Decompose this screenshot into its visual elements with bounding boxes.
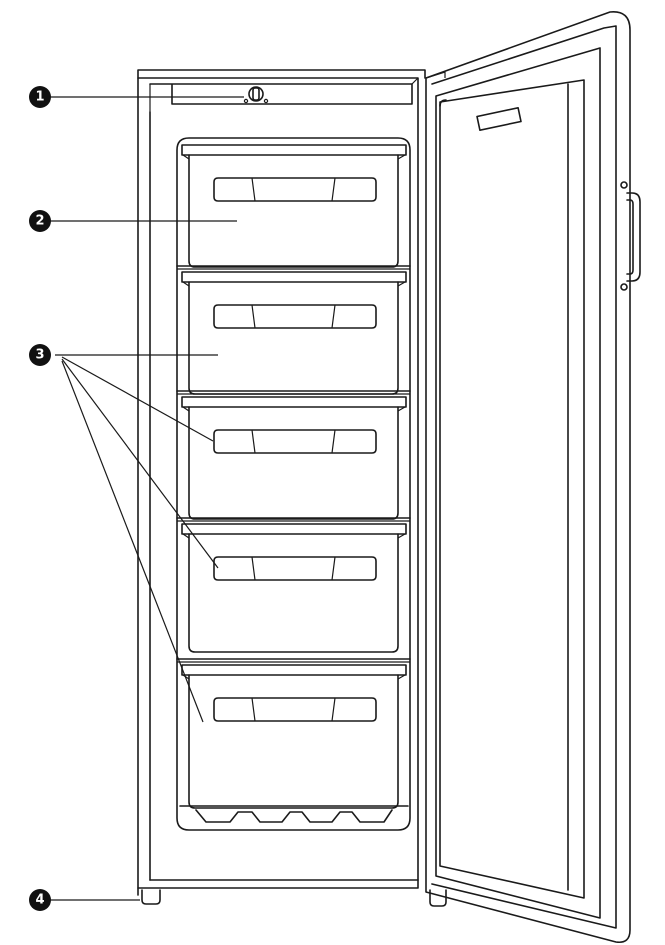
callout-3: 3 bbox=[29, 344, 51, 366]
drawer-5 bbox=[176, 658, 411, 809]
callout-number: 2 bbox=[35, 214, 44, 229]
door-handle bbox=[620, 181, 641, 291]
inner-liner bbox=[176, 137, 411, 831]
leader-lines bbox=[50, 96, 244, 901]
drawer-4 bbox=[176, 517, 411, 653]
callout-number: 1 bbox=[35, 90, 44, 105]
callout-1: 1 bbox=[29, 86, 51, 108]
cabinet bbox=[137, 69, 426, 896]
bottom-tray bbox=[179, 805, 409, 823]
callout-number: 4 bbox=[35, 893, 44, 908]
adjustable-feet bbox=[141, 889, 447, 907]
control-panel bbox=[149, 77, 419, 112]
drawer-1 bbox=[181, 144, 407, 268]
callout-2: 2 bbox=[29, 210, 51, 232]
drawers bbox=[176, 144, 411, 809]
drawer-2 bbox=[176, 265, 411, 395]
drawer-3 bbox=[176, 390, 411, 520]
open-door bbox=[425, 11, 631, 944]
callout-number: 3 bbox=[35, 348, 44, 363]
door-label-plate bbox=[476, 106, 522, 132]
callout-4: 4 bbox=[29, 889, 51, 911]
thermostat-knob bbox=[243, 86, 269, 104]
